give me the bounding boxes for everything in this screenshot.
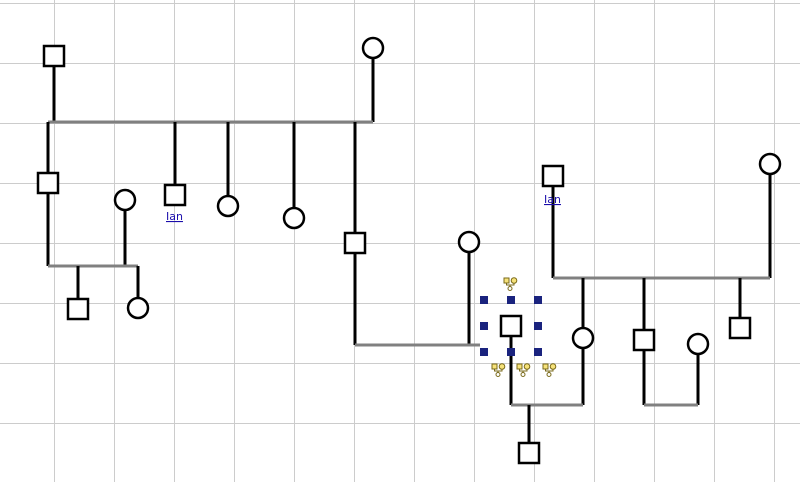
resize-handle[interactable] [534,322,542,330]
resize-handle[interactable] [480,322,488,330]
node-label-ian[interactable]: Ian [166,210,183,223]
male-node[interactable] [517,441,541,465]
female-node[interactable] [216,194,240,218]
male-node[interactable] [42,44,66,68]
male-node[interactable] [163,183,187,207]
add-relative-icon[interactable] [542,363,557,377]
selected-male-node[interactable] [499,314,523,338]
add-relative-icon[interactable] [516,363,531,377]
female-node[interactable] [361,36,385,60]
female-node[interactable] [571,326,595,350]
resize-handle[interactable] [480,296,488,304]
add-relative-icon[interactable] [503,277,518,291]
selected-node-group[interactable] [480,277,557,377]
female-node[interactable] [758,152,782,176]
male-node[interactable] [632,328,656,352]
male-node[interactable] [66,297,90,321]
male-node[interactable] [36,171,60,195]
male-node[interactable] [541,164,565,188]
resize-handle[interactable] [507,296,515,304]
right-family-tree: Ian [509,152,782,465]
node-label-ian[interactable]: Ian [544,193,561,206]
resize-handle[interactable] [534,296,542,304]
female-node[interactable] [113,188,137,212]
female-node[interactable] [126,296,150,320]
female-node[interactable] [282,206,306,230]
resize-handle[interactable] [507,348,515,356]
female-node[interactable] [457,230,481,254]
male-node[interactable] [728,316,752,340]
resize-handle[interactable] [534,348,542,356]
resize-handle[interactable] [480,348,488,356]
left-family-tree: Ian [36,36,481,347]
add-relative-icon[interactable] [491,363,506,377]
selection-handles [480,296,542,356]
connector-badges [491,277,557,377]
male-node[interactable] [343,231,367,255]
female-node[interactable] [686,332,710,356]
